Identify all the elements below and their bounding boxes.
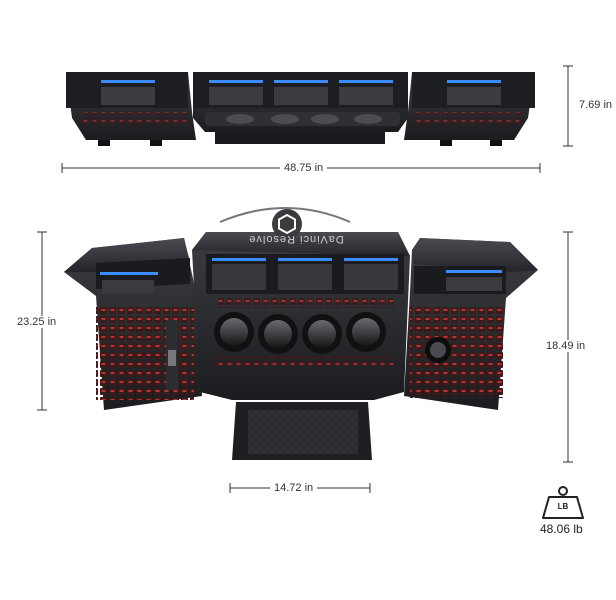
right-height-label: 18.49 in xyxy=(542,340,590,352)
left-height-label: 23.25 in xyxy=(13,316,61,328)
trackballs xyxy=(214,312,386,354)
top-height-label: 7.69 in xyxy=(575,99,616,111)
top-view-panel xyxy=(66,72,535,146)
right-key-grid xyxy=(410,306,504,398)
weight-value: 48.06 lb xyxy=(540,522,583,536)
weight-badge: LB xyxy=(557,502,569,511)
keyboard-width-label: 14.72 in xyxy=(270,482,318,494)
perspective-view-panel xyxy=(64,207,538,460)
product-drawing xyxy=(37,65,584,519)
top-width-label: 48.75 in xyxy=(280,162,328,174)
left-key-grid xyxy=(96,306,194,400)
panel-brand-text: DaVinci Resolve xyxy=(248,233,344,245)
keyboard-keys xyxy=(248,410,358,454)
weight-icon xyxy=(542,486,584,519)
resolve-logo-icon xyxy=(272,209,302,239)
